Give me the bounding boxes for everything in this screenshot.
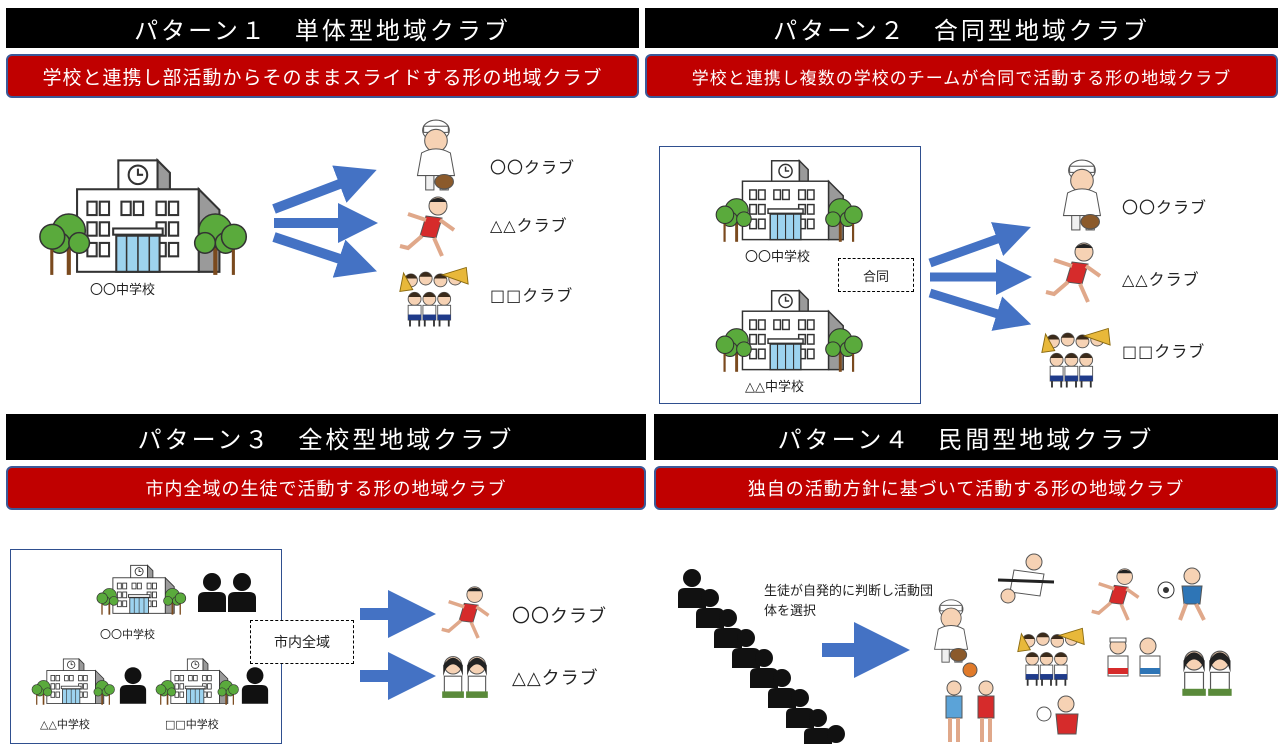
brass-band-icon [1016, 627, 1086, 687]
judo-icon [997, 553, 1055, 604]
p2-club-2: △△クラブ [1122, 270, 1200, 289]
students-icon [1181, 650, 1233, 697]
runner-icon [1089, 567, 1141, 622]
school-building-icon [96, 564, 187, 616]
arrow-icon [928, 222, 1031, 268]
p3-arrows [360, 590, 436, 700]
pattern4-subtitle: 独自の活動方針に基づいて活動する形の地域クラブ [654, 466, 1278, 510]
p1-club-2: △△クラブ [490, 216, 568, 235]
school-building-icon [155, 658, 239, 706]
baseball-player-icon [934, 599, 969, 663]
p4-arrow [822, 622, 910, 678]
pattern1-title: パターン１ 単体型地域クラブ [6, 8, 639, 48]
pattern1-subtitle: 学校と連携し部活動からそのままスライドする形の地域クラブ [6, 54, 639, 98]
p1-arrows [272, 165, 378, 278]
p4-note: 生徒が自発的に判断し活動団体を選択 [764, 582, 940, 622]
p1-club-1: 〇〇クラブ [490, 158, 576, 177]
p2-school-1-label: 〇〇中学校 [745, 250, 811, 265]
p2-merge-box: 合同 [838, 258, 914, 292]
brass-band-icon [1040, 327, 1112, 389]
brass-band-icon [398, 266, 470, 328]
pattern2-subtitle: 学校と連携し複数の学校のチームが合同で活動する形の地域クラブ [645, 54, 1278, 98]
runner-icon [398, 195, 456, 258]
pattern3-subtitle: 市内全域の生徒で活動する形の地域クラブ [6, 466, 646, 510]
pattern3-title: パターン３ 全校型地域クラブ [6, 414, 646, 460]
p2-club-3: □□クラブ [1122, 342, 1206, 361]
arrow-icon [272, 232, 377, 278]
p1-club-3: □□クラブ [490, 286, 574, 305]
p2-school-2-label: △△中学校 [745, 380, 804, 395]
arrow-icon [928, 288, 1032, 331]
p2-arrows [928, 222, 1032, 331]
person-icon [198, 573, 226, 612]
soccer-icon [1157, 567, 1206, 621]
basketball-icon [945, 662, 995, 742]
p3-school-2-label: △△中学校 [40, 718, 90, 731]
school-building-icon [31, 658, 115, 706]
p1-school-label: 〇〇中学校 [90, 283, 156, 298]
runner-icon [1044, 241, 1102, 304]
person-icon [241, 667, 269, 704]
p3-club-1: 〇〇クラブ [512, 606, 607, 627]
p3-school-1-label: 〇〇中学校 [100, 628, 155, 641]
baseball-player-icon [1062, 159, 1101, 231]
baseball-player-icon [416, 119, 455, 191]
students-icon [441, 656, 489, 699]
players-icon [1107, 637, 1161, 677]
pattern2-title: パターン２ 合同型地域クラブ [645, 8, 1278, 48]
p2-club-1: 〇〇クラブ [1122, 198, 1208, 217]
arrow-icon [272, 165, 377, 214]
school-building-icon [715, 160, 863, 243]
school-building-icon [715, 290, 863, 373]
school-building-icon [38, 159, 248, 276]
pattern4-title: パターン４ 民間型地域クラブ [654, 414, 1278, 460]
runner-icon [440, 585, 491, 640]
volleyball-icon [1036, 695, 1079, 735]
p3-scope-box: 市内全域 [250, 620, 354, 664]
p3-school-3-label: □□中学校 [165, 718, 219, 731]
p2-school-frame [659, 146, 921, 404]
person-icon [228, 573, 256, 612]
p3-club-2: △△クラブ [512, 668, 599, 689]
